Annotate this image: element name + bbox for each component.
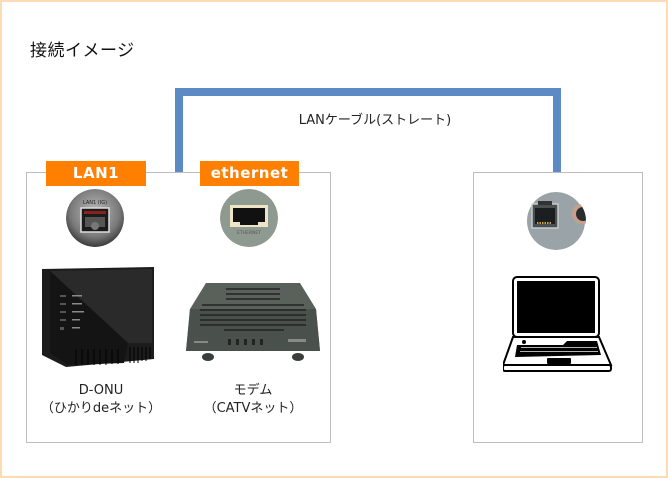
d-onu-caption: D-ONU （ひかりdeネット） <box>26 382 176 418</box>
lan-cable-label: LANケーブル(ストレート) <box>298 113 452 128</box>
d-onu-device-icon <box>36 263 156 368</box>
modem-caption: モデム （CATVネット） <box>178 382 328 418</box>
d-onu-service: （ひかりdeネット） <box>40 401 162 416</box>
lan-cable-top-segment <box>175 88 561 96</box>
pc-lan-port-icon <box>526 192 586 250</box>
lan-cable-right-segment <box>553 88 561 173</box>
ethernet-port-icon: ETHERNET <box>220 189 278 247</box>
lan-cable-left-segment <box>175 88 183 173</box>
laptop-icon <box>501 275 613 375</box>
lan1-port-text: LAN1 (IG) <box>83 200 107 206</box>
ethernet-port-text: ETHERNET <box>237 230 261 236</box>
diagram-title: 接続イメージ <box>30 41 135 61</box>
modem-name: モデム <box>233 383 273 398</box>
modem-service: （CATVネット） <box>203 401 303 416</box>
d-onu-name: D-ONU <box>78 383 124 398</box>
cable-modem-device-icon <box>184 279 322 364</box>
ethernet-tag: ethernet <box>200 161 299 186</box>
lan1-tag: LAN1 <box>46 161 146 186</box>
lan1-port-icon: LAN1 (IG) <box>66 189 124 247</box>
